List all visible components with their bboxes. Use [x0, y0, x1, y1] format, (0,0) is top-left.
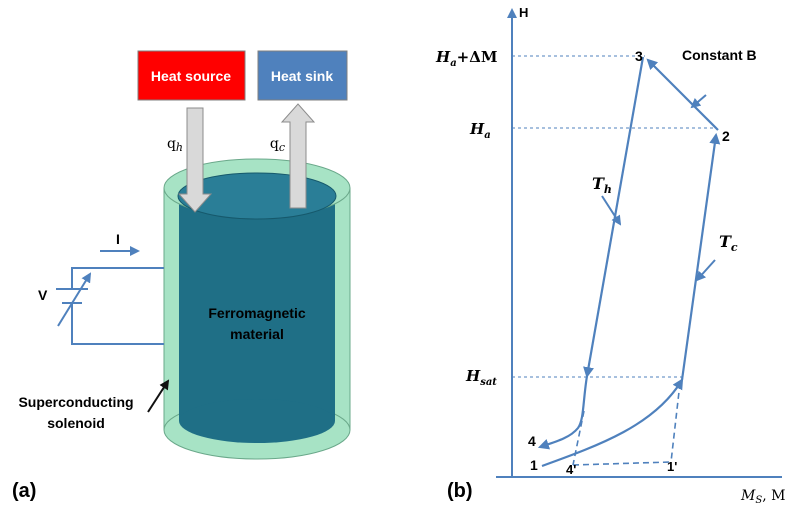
line-hsat-to-2 — [680, 132, 721, 381]
ferromagnetic-core — [179, 196, 335, 443]
h-a-label: Ha — [469, 120, 491, 141]
h-a-dm-label: Ha+ΔM — [435, 48, 497, 69]
circuit — [56, 267, 164, 345]
curve-hsat-to-4 — [537, 375, 589, 450]
h-sat-label: Hsat — [465, 367, 497, 388]
material-label-line2: material — [230, 326, 284, 342]
heat-source-box: Heat source — [137, 50, 246, 101]
heat-sink-box: Heat sink — [257, 50, 348, 101]
q-c-label: qc — [270, 136, 285, 154]
solenoid-label-line2: solenoid — [47, 415, 105, 431]
t-c-label: Tc — [719, 232, 738, 254]
point-4-label: 4 — [528, 433, 536, 449]
q-h-label: qh — [167, 136, 183, 154]
heat-in-arrow — [177, 107, 213, 213]
heat-source-label: Heat source — [151, 68, 231, 84]
dashed-verticals — [572, 382, 681, 466]
t-h-label: Th — [592, 174, 612, 196]
point-1-label: 1 — [530, 457, 538, 473]
solenoid-pointer — [147, 379, 170, 413]
line-2-to-3 — [646, 58, 719, 131]
constant-b-label: Constant B — [682, 47, 757, 63]
panel-a-tag: (a) — [12, 480, 36, 502]
x-axis-label: MS, M — [740, 488, 785, 506]
t-h-pointer — [601, 195, 622, 226]
voltage-label: V — [38, 287, 48, 303]
curve-1-to-hsat — [541, 378, 684, 468]
panel-b: H MS, M Ha+ΔM Ha Hsat — [435, 5, 785, 506]
heat-out-arrow — [280, 103, 316, 209]
point-4-prime-label: 4' — [566, 462, 576, 477]
panel-a: Heat source Heat sink qh — [12, 50, 351, 502]
panel-b-tag: (b) — [447, 480, 473, 502]
point-1-prime-label: 1' — [667, 459, 677, 474]
heat-sink-label: Heat sink — [271, 68, 333, 84]
cycle-path — [537, 56, 721, 468]
y-axis-label: H — [519, 5, 528, 20]
constant-b-pointer — [690, 94, 707, 109]
material-label-line1: Ferromagnetic — [208, 305, 305, 321]
solenoid-label-line1: Superconducting — [18, 394, 133, 410]
point-3-label: 3 — [635, 48, 643, 64]
t-c-pointer — [695, 259, 716, 282]
current-label: I — [116, 231, 120, 247]
guide-lines — [512, 55, 714, 378]
point-2-label: 2 — [722, 128, 730, 144]
